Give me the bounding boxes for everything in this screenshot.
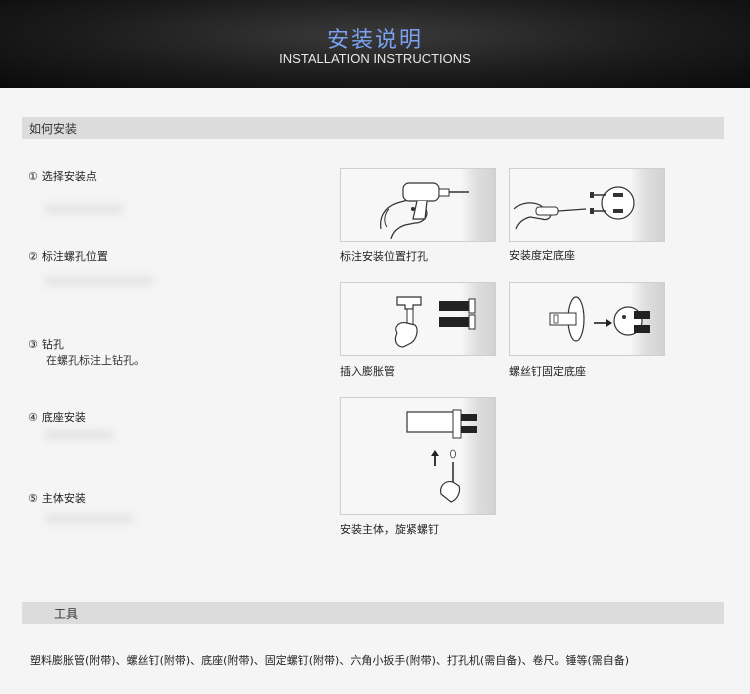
header-banner: 安装说明 INSTALLATION INSTRUCTIONS: [0, 0, 750, 88]
figure-screw-base-caption: 螺丝钉固定底座: [509, 365, 586, 378]
screw-base-illustration-icon: [549, 296, 650, 342]
blurred-text: [44, 430, 114, 440]
step-3-label: 钻孔: [41, 338, 64, 351]
step-2-label: 标注螺孔位置: [41, 250, 108, 263]
figure-drill: [340, 168, 496, 242]
blurred-text: [44, 276, 154, 286]
figure-drill-caption: 标注安装位置打孔: [340, 250, 428, 263]
figure-hex-key-body: [340, 397, 496, 515]
figure-hammer-anchor-caption: 插入膨胀管: [340, 365, 395, 378]
section-tools-bar: 工具: [22, 602, 724, 624]
step-5-label: 主体安装: [41, 492, 86, 505]
step-3-num: ③: [28, 338, 38, 351]
step-3-desc: 在螺孔标注上钻孔。: [46, 354, 145, 367]
section-how-bar: 如何安装: [22, 117, 724, 139]
page-title: 安装说明: [326, 28, 423, 53]
blurred-text: [44, 204, 124, 214]
hex-key-body-illustration-icon: [406, 409, 477, 503]
page-subtitle: INSTALLATION INSTRUCTIONS: [279, 51, 471, 66]
step-5-num: ⑤: [28, 492, 38, 505]
step-1-num: ①: [28, 170, 38, 183]
figure-hex-key-body-caption: 安装主体，旋紧螺钉: [340, 523, 439, 536]
figure-hammer-anchor: [340, 282, 496, 356]
step-1-label: 选择安装点: [41, 170, 97, 183]
hammer-anchor-illustration-icon: [394, 296, 476, 348]
drill-illustration-icon: [380, 182, 469, 240]
section-how-title: 如何安装: [29, 122, 78, 136]
step-4-num: ④: [28, 411, 38, 424]
step-2-num: ②: [28, 250, 38, 263]
tools-list: 塑料膨胀管(附带)、螺丝钉(附带)、底座(附带)、固定螺钉(附带)、六角小扳手(…: [30, 654, 630, 667]
figure-screwdriver-base: [509, 168, 665, 242]
figure-screw-base: [509, 282, 665, 356]
screwdriver-base-illustration-icon: [513, 186, 635, 230]
figure-screwdriver-base-caption: 安装度定底座: [509, 249, 575, 262]
blurred-text: [44, 514, 134, 524]
section-tools-title: 工具: [54, 607, 79, 621]
step-4-label: 底座安装: [41, 411, 86, 424]
